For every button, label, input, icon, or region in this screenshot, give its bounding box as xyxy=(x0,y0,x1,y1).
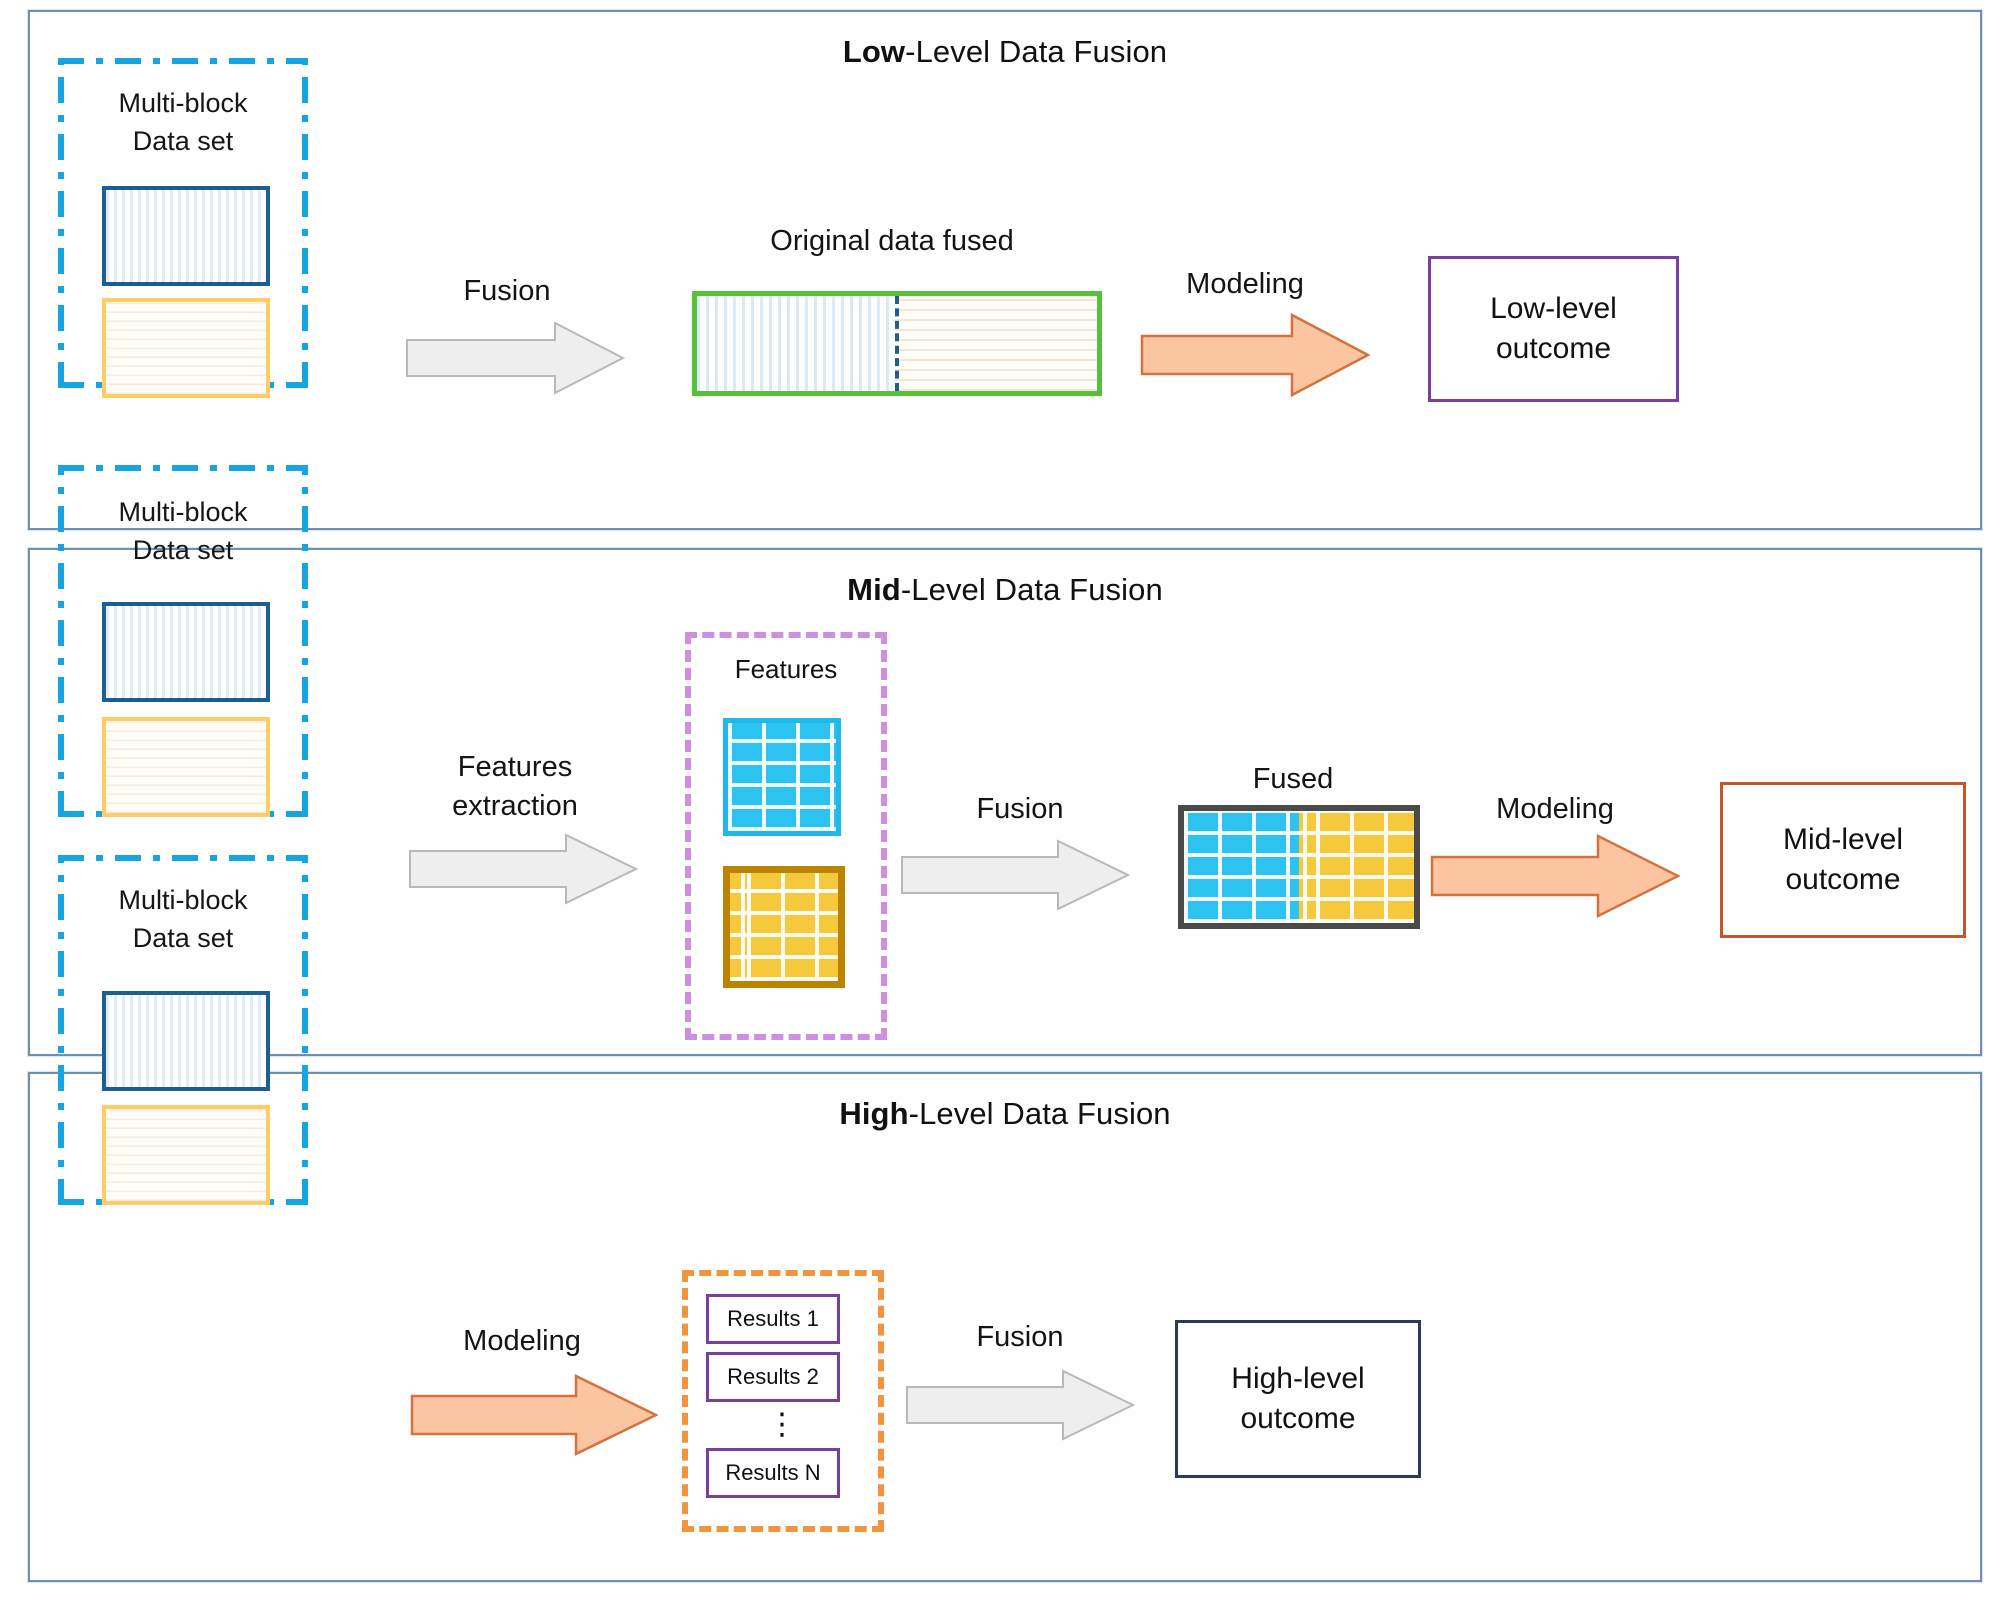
caption-fused-mid: Fused xyxy=(1252,763,1334,795)
outcome-mid-line2: outcome xyxy=(1785,863,1901,896)
panel-title-mid-rest: -Level Data Fusion xyxy=(900,572,1163,607)
result-item-n: Results N xyxy=(706,1448,840,1498)
arrow-features-extraction xyxy=(408,832,638,906)
fused-original-data-strip xyxy=(692,291,1102,396)
multiblock-label-low-line1: Multi-block xyxy=(118,88,248,118)
outcome-box-mid-level: Mid-level outcome xyxy=(1720,782,1966,938)
multiblock-label-mid-line2: Data set xyxy=(132,535,234,566)
panel-title-high-rest: -Level Data Fusion xyxy=(908,1096,1171,1131)
multiblock-dataset-mid: Multi-block Data set xyxy=(58,465,308,817)
fused-strip-yellow-half xyxy=(895,296,1097,391)
data-block-yellow-low xyxy=(102,298,270,398)
arrow-fusion-low xyxy=(405,320,625,396)
fused-brick-gold-half xyxy=(1299,811,1414,923)
arrow-fusion-mid xyxy=(900,838,1130,912)
panel-title-mid-emphasis: Mid xyxy=(847,572,901,607)
panel-title-mid: Mid-Level Data Fusion xyxy=(30,572,1980,608)
multiblock-label-mid: Multi-block Data set xyxy=(58,493,308,570)
caption-original-data-fused: Original data fused xyxy=(770,225,1014,257)
panel-high-level-data-fusion: High-Level Data Fusion xyxy=(28,1072,1982,1582)
outcome-low-line2: outcome xyxy=(1495,332,1612,365)
outcome-box-low-level: Low-level outcome xyxy=(1428,256,1679,402)
result-item-2: Results 2 xyxy=(706,1352,840,1402)
arrow-fusion-high xyxy=(905,1368,1135,1442)
label-features-extraction-line2: extraction xyxy=(452,790,578,823)
feature-block-gold xyxy=(723,866,845,988)
feature-block-cyan xyxy=(723,718,841,836)
label-modeling-low: Modeling xyxy=(1186,268,1304,300)
outcome-high-line2: outcome xyxy=(1240,1402,1356,1435)
panel-title-high: High-Level Data Fusion xyxy=(30,1096,1980,1132)
data-block-yellow-mid xyxy=(102,717,270,817)
brick-pattern-fused-cyan xyxy=(1184,811,1299,923)
multiblock-label-low: Multi-block Data set xyxy=(58,84,308,161)
multiblock-label-high-line1: Multi-block xyxy=(118,885,248,915)
results-ellipsis: ⋮ xyxy=(767,1408,799,1441)
fused-brick-cyan-half xyxy=(1184,811,1299,923)
panel-title-low-emphasis: Low xyxy=(842,34,906,69)
brick-pattern-gold xyxy=(730,873,838,981)
label-modeling-high: Modeling xyxy=(463,1325,581,1357)
outcome-box-high-level: High-level outcome xyxy=(1175,1320,1421,1478)
panel-mid-level-data-fusion: Mid-Level Data Fusion xyxy=(28,548,1982,1056)
multiblock-label-mid-line1: Multi-block xyxy=(118,497,248,527)
label-fusion-high: Fusion xyxy=(976,1321,1064,1353)
outcome-mid-line1: Mid-level xyxy=(1782,823,1904,857)
multiblock-label-high-line2: Data set xyxy=(132,923,234,954)
results-container-high: Results 1 Results 2 ⋮ Results N xyxy=(682,1270,884,1532)
caption-features: Features xyxy=(734,654,838,684)
label-features-extraction-line1: Features xyxy=(457,751,573,783)
arrow-modeling-mid xyxy=(1430,832,1680,920)
multiblock-label-low-line2: Data set xyxy=(132,126,234,157)
result-item-1: Results 1 xyxy=(706,1294,840,1344)
brick-pattern-cyan xyxy=(728,723,836,831)
label-fusion-mid: Fusion xyxy=(976,793,1064,825)
arrow-modeling-high xyxy=(410,1372,658,1458)
data-block-blue-low xyxy=(102,186,270,286)
data-block-yellow-high xyxy=(102,1105,270,1205)
panel-title-low-rest: -Level Data Fusion xyxy=(905,34,1168,69)
label-modeling-mid: Modeling xyxy=(1496,793,1614,825)
outcome-high-line1: High-level xyxy=(1231,1362,1365,1396)
outcome-low-line1: Low-level xyxy=(1490,292,1617,326)
panel-title-high-emphasis: High xyxy=(839,1096,909,1131)
label-features-extraction: Features extraction xyxy=(400,748,630,827)
label-fusion-low: Fusion xyxy=(463,275,551,307)
data-block-blue-mid xyxy=(102,602,270,702)
panel-low-level-data-fusion: Low-Level Data Fusion xyxy=(28,10,1982,530)
features-container-mid: Features xyxy=(685,632,887,1040)
fused-features-block xyxy=(1178,805,1420,929)
multiblock-label-high: Multi-block Data set xyxy=(58,881,308,958)
multiblock-dataset-high: Multi-block Data set xyxy=(58,855,308,1205)
data-block-blue-high xyxy=(102,991,270,1091)
panel-title-low: Low-Level Data Fusion xyxy=(30,34,1980,70)
brick-pattern-fused-gold xyxy=(1299,811,1414,923)
arrow-modeling-low xyxy=(1140,310,1370,400)
fused-strip-blue-half xyxy=(697,296,895,391)
multiblock-dataset-low: Multi-block Data set xyxy=(58,58,308,398)
